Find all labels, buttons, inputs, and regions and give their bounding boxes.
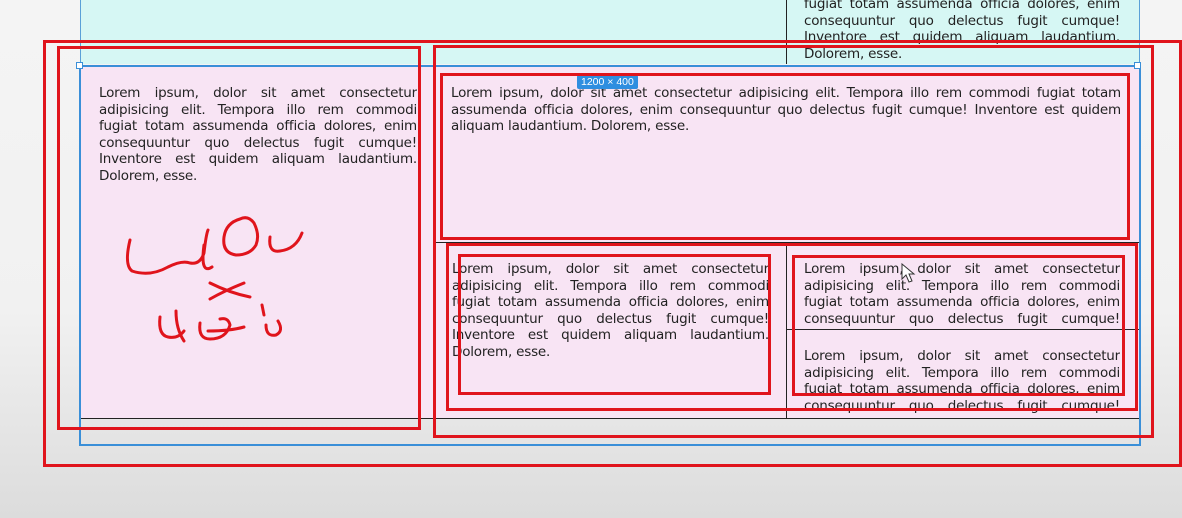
upper-section xyxy=(80,0,1140,64)
grid-bottom-border xyxy=(80,418,1139,419)
upper-divider xyxy=(786,0,787,64)
cell-top-wide-text: Lorem ipsum, dolor sit amet consectetur … xyxy=(451,85,1121,134)
cell-bottom-middle-text: Lorem ipsum, dolor sit amet consectetur … xyxy=(452,261,769,360)
selection-handle-top-left[interactable] xyxy=(76,62,83,69)
handwriting-scribble-icon xyxy=(125,216,304,343)
grid-row-divider-2 xyxy=(786,329,1139,330)
grid-row-divider-1 xyxy=(434,242,1139,243)
annotation-bottom-row-box xyxy=(446,243,1138,411)
frame-size-badge: 1200 × 400 xyxy=(577,75,638,89)
annotation-top-wide-box xyxy=(440,73,1130,240)
upper-right-border xyxy=(1139,0,1140,64)
cell-left-text: Lorem ipsum, dolor sit amet consectetur … xyxy=(99,85,417,184)
cell-bottom-right-upper-text: Lorem ipsum, dolor sit amet consectetur … xyxy=(804,261,1120,327)
annotation-bottom-middle-box xyxy=(458,254,771,395)
annotation-left-box xyxy=(57,46,421,430)
pointer-cursor-icon xyxy=(901,263,916,283)
upper-left-border xyxy=(80,0,81,64)
annotation-outer-box xyxy=(43,40,1182,467)
selection-handle-top-right[interactable] xyxy=(1134,62,1141,69)
annotation-right-box xyxy=(433,45,1154,438)
grid-col-divider-2 xyxy=(786,242,787,418)
annotation-bottom-right-box xyxy=(792,255,1125,396)
selection-outline xyxy=(79,65,1141,446)
